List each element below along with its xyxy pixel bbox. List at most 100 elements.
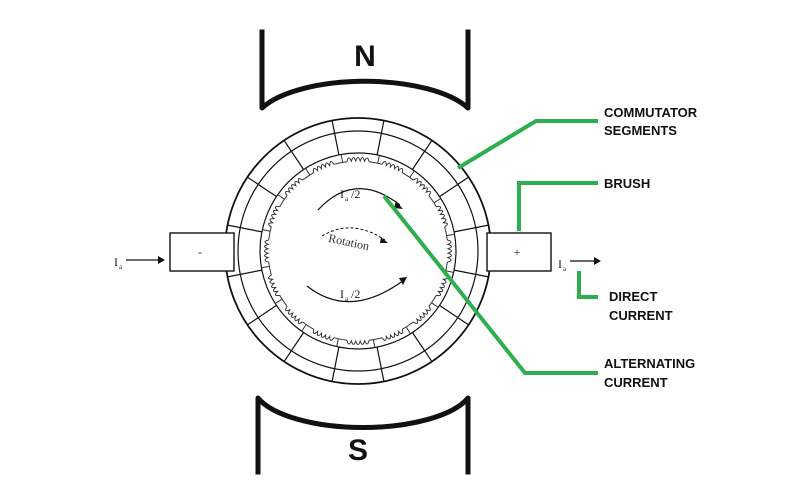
coil-tap xyxy=(446,233,455,237)
rotation-arrow xyxy=(321,227,386,241)
segment-divider xyxy=(283,140,305,170)
coil-winding xyxy=(268,274,280,297)
svg-text:a: a xyxy=(119,263,123,271)
south-pole-piece xyxy=(255,395,471,475)
segment-divider xyxy=(411,140,433,170)
upper-half-current-label: I a /2 xyxy=(340,187,360,203)
coil-connector xyxy=(268,261,272,276)
commutator-inner-ring xyxy=(259,152,457,350)
upper-current-arrowhead xyxy=(394,201,403,209)
direct-current-leader-line xyxy=(577,271,598,299)
coil-winding xyxy=(446,239,452,263)
coil-winding xyxy=(312,161,335,173)
coil-tap xyxy=(372,339,376,348)
coil-connector xyxy=(279,195,288,207)
commutator-segments-label: COMMUTATOR SEGMENTS xyxy=(604,105,701,138)
segment-divider xyxy=(376,120,385,156)
rotation-label: Rotation xyxy=(327,231,370,253)
segment-divider xyxy=(227,224,263,233)
coil-winding xyxy=(381,161,404,173)
coil-tap xyxy=(305,167,311,176)
brush-label: BRUSH xyxy=(604,176,650,191)
coil-connector xyxy=(279,295,288,307)
commutator-segments xyxy=(227,120,489,382)
svg-text:/2: /2 xyxy=(351,287,360,301)
coil-winding xyxy=(264,239,270,263)
segment-divider xyxy=(247,176,277,198)
svg-text:I: I xyxy=(340,187,344,201)
output-current-label: I a xyxy=(558,257,567,273)
segment-divider xyxy=(331,120,340,156)
south-pole-label: S xyxy=(348,434,368,467)
coil-tap xyxy=(274,298,283,304)
coil-tap xyxy=(431,302,439,308)
coil-tap xyxy=(261,265,270,269)
coil-winding xyxy=(413,306,431,324)
coil-winding xyxy=(285,178,303,196)
coil-connector xyxy=(268,226,272,241)
segment-divider xyxy=(227,269,263,278)
coil-tap xyxy=(377,155,380,164)
rotation-arrowhead xyxy=(380,237,388,243)
commutator-leader-line xyxy=(456,119,598,170)
brush-leader-line xyxy=(517,181,598,231)
coil-connector xyxy=(368,161,383,165)
segment-divider xyxy=(411,332,433,362)
svg-text:a: a xyxy=(563,265,567,273)
coil-connector xyxy=(368,337,383,341)
coil-winding xyxy=(346,157,370,163)
coil-connector xyxy=(402,321,414,330)
coil-tap xyxy=(301,324,307,332)
svg-text:/2: /2 xyxy=(351,187,360,201)
coil-tap xyxy=(445,270,454,273)
segment-divider xyxy=(439,176,469,198)
coil-tap xyxy=(340,154,344,163)
coil-connector xyxy=(333,337,348,341)
coil-tap xyxy=(277,194,285,200)
coil-connector xyxy=(444,226,448,241)
coil-tap xyxy=(336,338,339,347)
input-current-label: I a xyxy=(114,255,123,271)
segment-divider xyxy=(331,346,340,382)
direct-current-label: DIRECT CURRENT xyxy=(609,289,673,323)
coil-winding xyxy=(268,205,280,228)
lower-current-arrow xyxy=(306,279,405,303)
segment-divider xyxy=(453,224,489,233)
output-current-arrowhead xyxy=(594,257,601,265)
segment-divider xyxy=(453,269,489,278)
coil-connector xyxy=(302,172,314,181)
armature-coils xyxy=(261,154,455,348)
alternating-current-leader-line xyxy=(382,194,598,375)
coil-winding xyxy=(312,329,335,341)
upper-current-arrow xyxy=(317,188,401,211)
segment-divider xyxy=(439,304,469,326)
svg-text:a: a xyxy=(345,295,349,303)
negative-brush xyxy=(169,232,235,272)
svg-text:I: I xyxy=(340,287,344,301)
lower-current-arrowhead xyxy=(399,277,407,285)
coil-winding xyxy=(413,178,431,196)
input-current-arrowhead xyxy=(158,256,165,264)
lower-half-current-label: I a /2 xyxy=(340,287,360,303)
coil-winding xyxy=(346,339,370,345)
segment-divider xyxy=(283,332,305,362)
coil-winding xyxy=(381,329,404,341)
coil-tap xyxy=(405,326,411,335)
coil-connector xyxy=(402,172,414,181)
positive-brush-sign: + xyxy=(514,245,521,259)
coil-connector xyxy=(302,321,314,330)
coil-winding xyxy=(285,306,303,324)
segment-divider xyxy=(376,346,385,382)
coil-tap xyxy=(433,198,442,204)
coil-connector xyxy=(333,161,348,165)
svg-text:I: I xyxy=(114,255,118,269)
coil-tap xyxy=(409,170,415,178)
commutator-middle-ring xyxy=(237,130,479,372)
coil-connector xyxy=(428,295,437,307)
coil-connector xyxy=(428,195,437,207)
north-pole-piece xyxy=(259,29,471,111)
north-pole-label: N xyxy=(354,40,376,73)
svg-text:I: I xyxy=(558,257,562,271)
alternating-current-label: ALTERNATING CURRENT xyxy=(604,356,699,390)
